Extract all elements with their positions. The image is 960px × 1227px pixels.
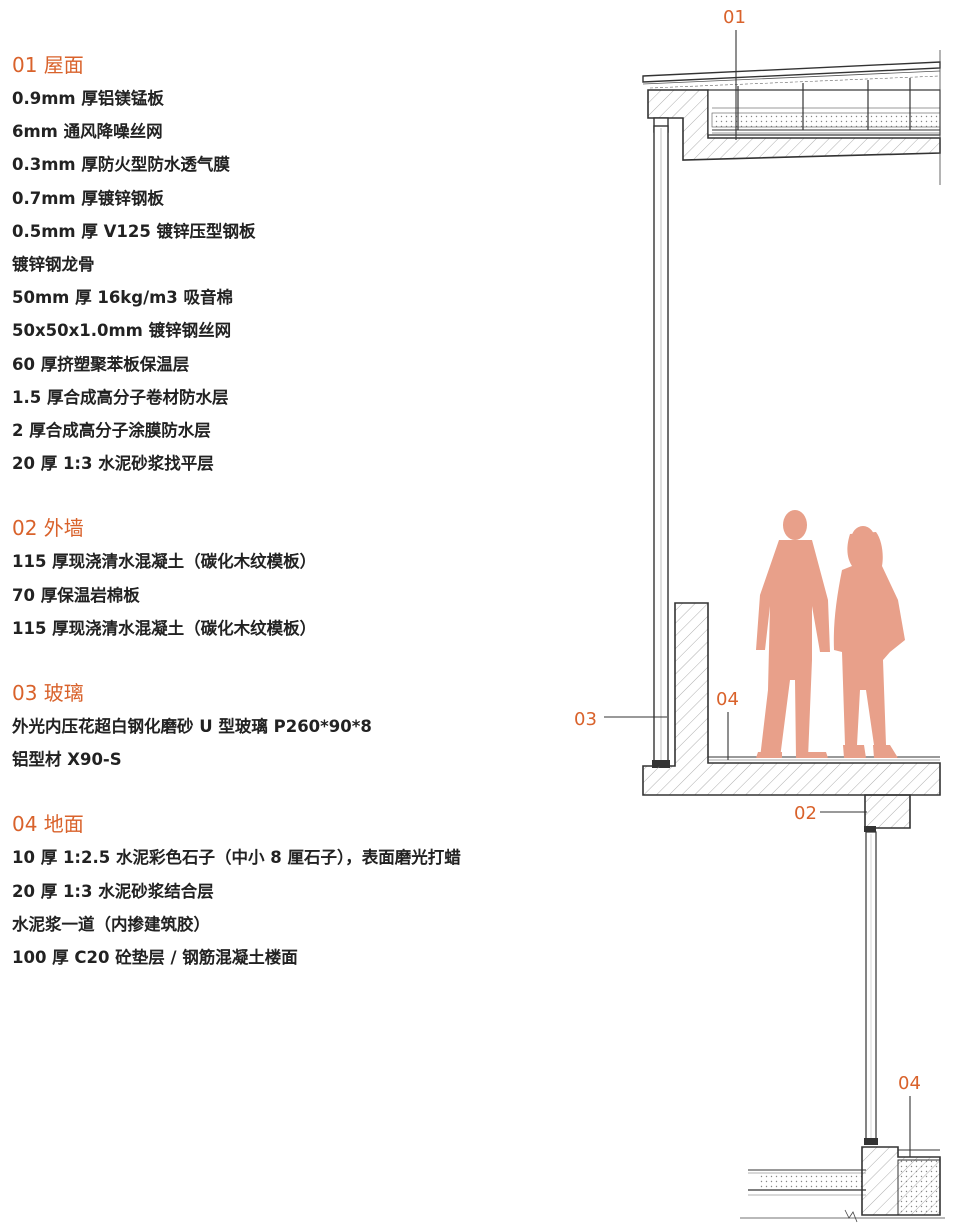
callout-label-roof: 01	[723, 7, 746, 28]
roof-assembly	[642, 50, 941, 185]
legend-item: 50mm 厚 16kg/m3 吸音棉	[12, 288, 234, 308]
material-legend: 01 屋面 0.9mm 厚铝镁锰板 6mm 通风降噪丝网 0.3mm 厚防火型防…	[12, 50, 572, 1007]
legend-section-floor: 04 地面 10 厚 1:2.5 水泥彩色石子（中小 8 厘石子），表面磨光打蜡…	[12, 809, 572, 974]
section-title: 01 屋面	[12, 53, 84, 77]
legend-item: 6mm 通风降噪丝网	[12, 122, 163, 142]
lower-floor	[740, 1146, 945, 1223]
legend-item: 0.7mm 厚镀锌钢板	[12, 188, 164, 208]
legend-item: 0.3mm 厚防火型防水透气膜	[12, 155, 230, 175]
legend-item: 铝型材 X90-S	[12, 750, 122, 770]
legend-section-glass: 03 玻璃 外光内压花超白钢化磨砂 U 型玻璃 P260*90*8 铝型材 X9…	[12, 678, 572, 776]
legend-item: 1.5 厚合成高分子卷材防水层	[12, 387, 229, 407]
section-title: 03 玻璃	[12, 681, 84, 706]
legend-item: 50x50x1.0mm 镀锌钢丝网	[12, 321, 232, 341]
callout-label-wall: 02	[794, 803, 817, 824]
human-figure-woman	[833, 526, 905, 758]
section-title: 02 外墙	[12, 516, 84, 541]
legend-item: 100 厚 C20 砼垫层 / 钢筋混凝土楼面	[12, 948, 298, 968]
legend-item: 0.5mm 厚 V125 镀锌压型钢板	[12, 221, 256, 241]
section-title: 04 地面	[12, 812, 84, 837]
legend-item: 10 厚 1:2.5 水泥彩色石子（中小 8 厘石子），表面磨光打蜡	[12, 848, 461, 868]
legend-item: 水泥浆一道（内掺建筑胶）	[12, 914, 210, 934]
legend-item: 0.9mm 厚铝镁锰板	[12, 89, 164, 108]
lower-glass	[864, 831, 878, 1145]
legend-item: 外光内压花超白钢化磨砂 U 型玻璃 P260*90*8	[12, 717, 372, 737]
callout-label-glass: 03	[574, 709, 597, 730]
legend-item: 2 厚合成高分子涂膜防水层	[12, 421, 211, 441]
legend-item: 70 厚保温岩棉板	[12, 585, 140, 605]
legend-section-roof: 01 屋面 0.9mm 厚铝镁锰板 6mm 通风降噪丝网 0.3mm 厚防火型防…	[12, 50, 572, 480]
callout-label-floor-upper: 04	[716, 689, 739, 710]
legend-item: 20 厚 1:3 水泥砂浆结合层	[12, 881, 214, 901]
callout-lines	[604, 30, 911, 1157]
human-figure-man	[756, 510, 830, 758]
legend-item: 115 厚现浇清水混凝土（碳化木纹模板）	[12, 618, 317, 638]
callout-label-floor-lower: 04	[898, 1073, 921, 1094]
legend-item: 20 厚 1:3 水泥砂浆找平层	[12, 454, 214, 474]
legend-item: 60 厚挤塑聚苯板保温层	[12, 354, 190, 374]
legend-section-wall: 02 外墙 115 厚现浇清水混凝土（碳化木纹模板） 70 厚保温岩棉板 115…	[12, 513, 572, 645]
legend-item: 镀锌钢龙骨	[12, 255, 95, 275]
u-glass-wall	[652, 125, 670, 768]
legend-item: 115 厚现浇清水混凝土（碳化木纹模板）	[12, 552, 317, 572]
